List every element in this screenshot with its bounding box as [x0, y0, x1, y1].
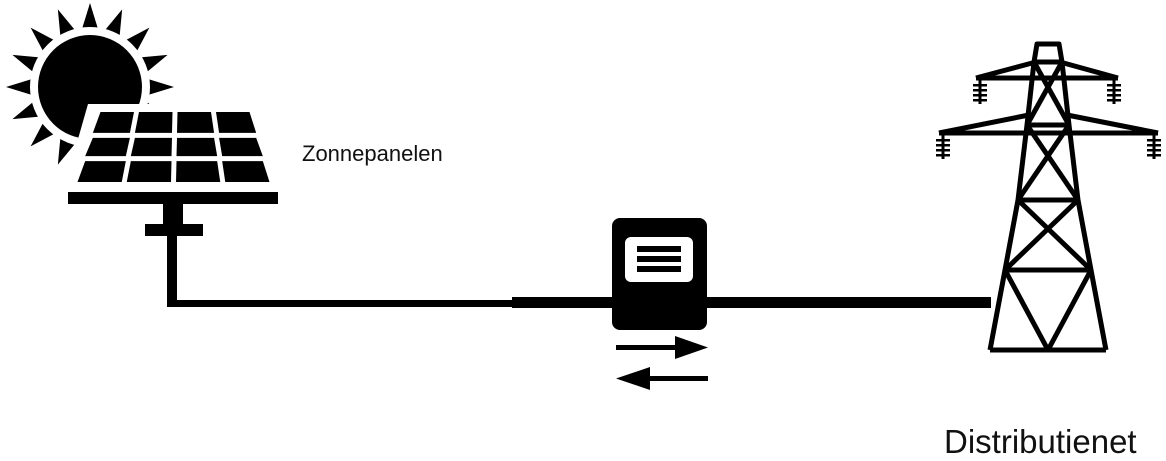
panel-cell [92, 112, 134, 133]
sun-ray [82, 3, 98, 29]
panel-cell [85, 137, 130, 157]
panel-cell [216, 112, 257, 133]
panel-cell [176, 137, 218, 157]
insulator-disc [973, 89, 987, 92]
insulator-disc [1147, 144, 1161, 147]
sun-ray [140, 54, 168, 73]
insulator-disc [1107, 99, 1121, 102]
panel-cell [130, 137, 172, 157]
power-line [167, 297, 991, 308]
insulator-disc [1147, 149, 1161, 152]
solar-panels-label: Zonnepanelen [302, 141, 443, 166]
insulator-disc [1107, 89, 1121, 92]
sun-ray [6, 79, 32, 95]
sun-ray [30, 122, 55, 147]
panel-cell [77, 161, 126, 182]
insulator-disc [936, 149, 950, 152]
insulator-disc [936, 144, 950, 147]
electricity-meter-icon [612, 218, 707, 330]
insulator-disc [1147, 139, 1161, 142]
sun-ray [12, 101, 40, 120]
pylon-insulators [936, 80, 1161, 159]
sun-ray [148, 79, 174, 95]
distribution-grid-label: Distributienet [944, 423, 1137, 460]
panel-cell [126, 161, 172, 182]
insulator-disc [1147, 154, 1161, 157]
arrow-right-icon [616, 336, 708, 359]
panel-cell [222, 161, 270, 182]
insulator-disc [1107, 94, 1121, 97]
arrow-left-icon [616, 367, 708, 390]
solar-panel-icon [64, 104, 282, 302]
power-pylon-icon [938, 41, 1159, 353]
insulator-disc [1107, 84, 1121, 87]
sun-ray [104, 9, 123, 37]
sun-ray [30, 27, 55, 52]
panel-cell [134, 112, 173, 133]
sun-ray [57, 9, 76, 37]
insulator-disc [973, 84, 987, 87]
insulator-disc [973, 94, 987, 97]
insulator-disc [936, 139, 950, 142]
insulator-disc [973, 99, 987, 102]
sun-ray [12, 54, 40, 73]
panel-cell [176, 161, 221, 182]
panel-cell [177, 112, 215, 133]
panel-cell [219, 137, 263, 157]
sun-ray [125, 27, 150, 52]
sun-ray [57, 137, 76, 165]
insulator-disc [936, 154, 950, 157]
